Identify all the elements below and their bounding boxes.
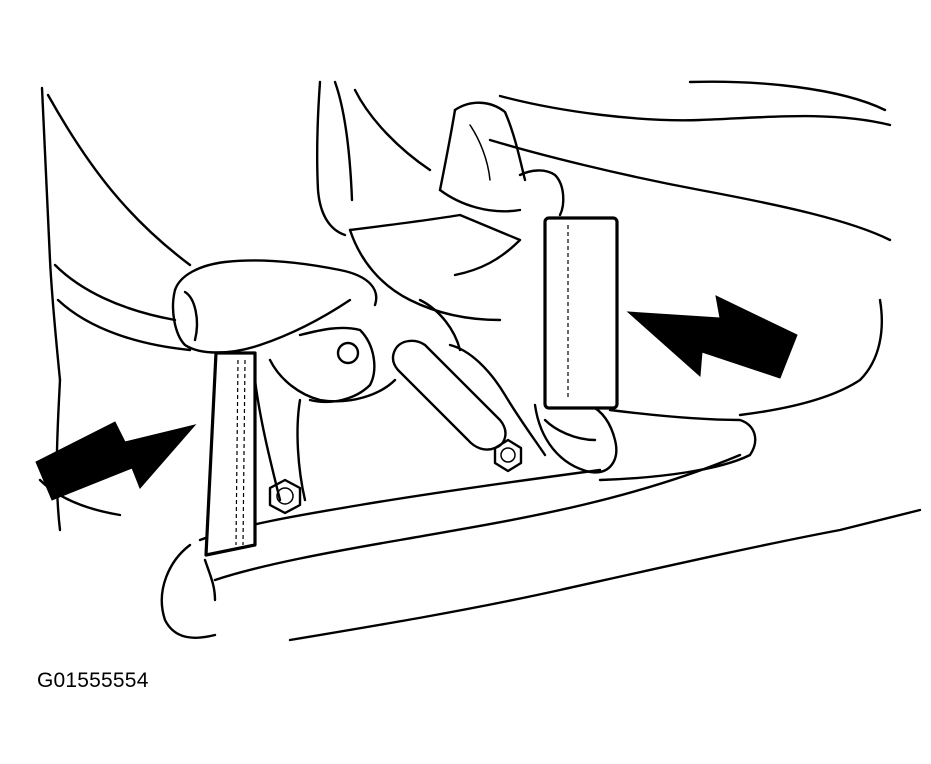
left-arrow-icon <box>35 421 197 501</box>
right-belt-guide <box>543 216 619 410</box>
bracket-slot <box>391 298 547 457</box>
right-arrow-icon <box>626 295 798 379</box>
buckle-arm <box>171 259 397 502</box>
figure-id-label: G01555554 <box>37 669 149 692</box>
seat-cushion-outline <box>160 453 922 642</box>
left-bolt <box>268 478 302 515</box>
belt-webbing <box>348 101 565 322</box>
anchor-bracket <box>533 403 757 482</box>
right-bolt <box>493 438 523 473</box>
left-belt-guide <box>204 351 257 557</box>
seat-back-outline <box>38 80 892 532</box>
